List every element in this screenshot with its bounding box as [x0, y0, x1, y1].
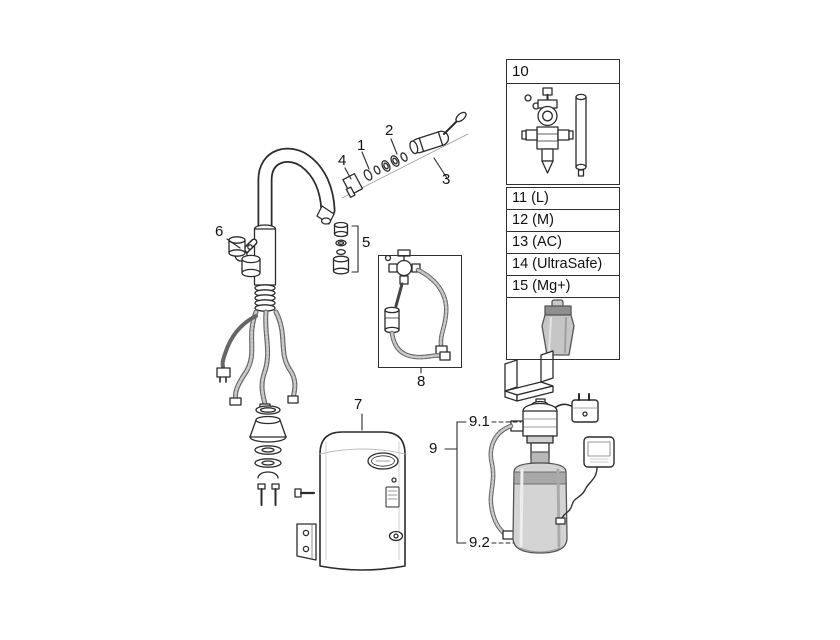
boiler-illustration	[294, 431, 406, 571]
callout-8: 8	[417, 373, 426, 390]
callout-10: 10	[507, 60, 619, 84]
filter-variants-list: 11 (L) 12 (M) 13 (AC) 14 (UltraSafe) 15 …	[506, 187, 620, 360]
spray-head-illustration	[409, 111, 467, 155]
filter-bottle-illustration	[512, 451, 568, 554]
filter-hose-illustration	[488, 423, 515, 540]
filter-variant-label: 11 (L)	[512, 190, 549, 206]
filter-variant-row: 12 (M)	[507, 210, 619, 232]
callout-3: 3	[442, 171, 451, 188]
filter-variant-row: 11 (L)	[507, 188, 619, 210]
callout-2: 2	[385, 122, 394, 139]
callout-7: 7	[354, 396, 363, 413]
filter-variant-label: 12 (M)	[512, 212, 554, 228]
filter-variant-label: 13 (AC)	[512, 234, 562, 250]
faucet-illustration	[216, 147, 336, 506]
callout-6: 6	[215, 223, 224, 240]
grohe-badge-icon	[367, 452, 399, 470]
filter-variant-label: 14 (UltraSafe)	[512, 256, 603, 272]
callout-9-1: 9.1	[469, 413, 490, 430]
callout-5: 5	[362, 234, 371, 251]
filter-cartridge-illustration	[541, 299, 575, 356]
hose-kit-box	[378, 255, 462, 368]
aerator-parts-illustration	[342, 152, 408, 199]
check-valve-illustration	[521, 87, 587, 177]
filter-variant-row: 15 (Mg+)	[507, 276, 619, 298]
callout-9: 9	[429, 440, 438, 457]
power-supply-illustration	[555, 393, 615, 525]
filter-variant-label: 15 (Mg+)	[512, 278, 571, 294]
mounting-bracket-illustration	[504, 350, 554, 402]
callout-1: 1	[357, 137, 366, 154]
valve-detail-box: 10	[506, 59, 620, 185]
handle-parts-illustration	[228, 236, 261, 278]
assembly-axis-line	[341, 133, 469, 199]
mousseur-parts-illustration	[332, 221, 350, 275]
callout-4: 4	[338, 152, 347, 169]
callout-9-2: 9.2	[469, 534, 490, 551]
hose-kit-illustration	[384, 249, 451, 361]
callout-leader-lines	[226, 138, 522, 544]
filter-variant-row: 13 (AC)	[507, 232, 619, 254]
filter-variant-row: 14 (UltraSafe)	[507, 254, 619, 276]
